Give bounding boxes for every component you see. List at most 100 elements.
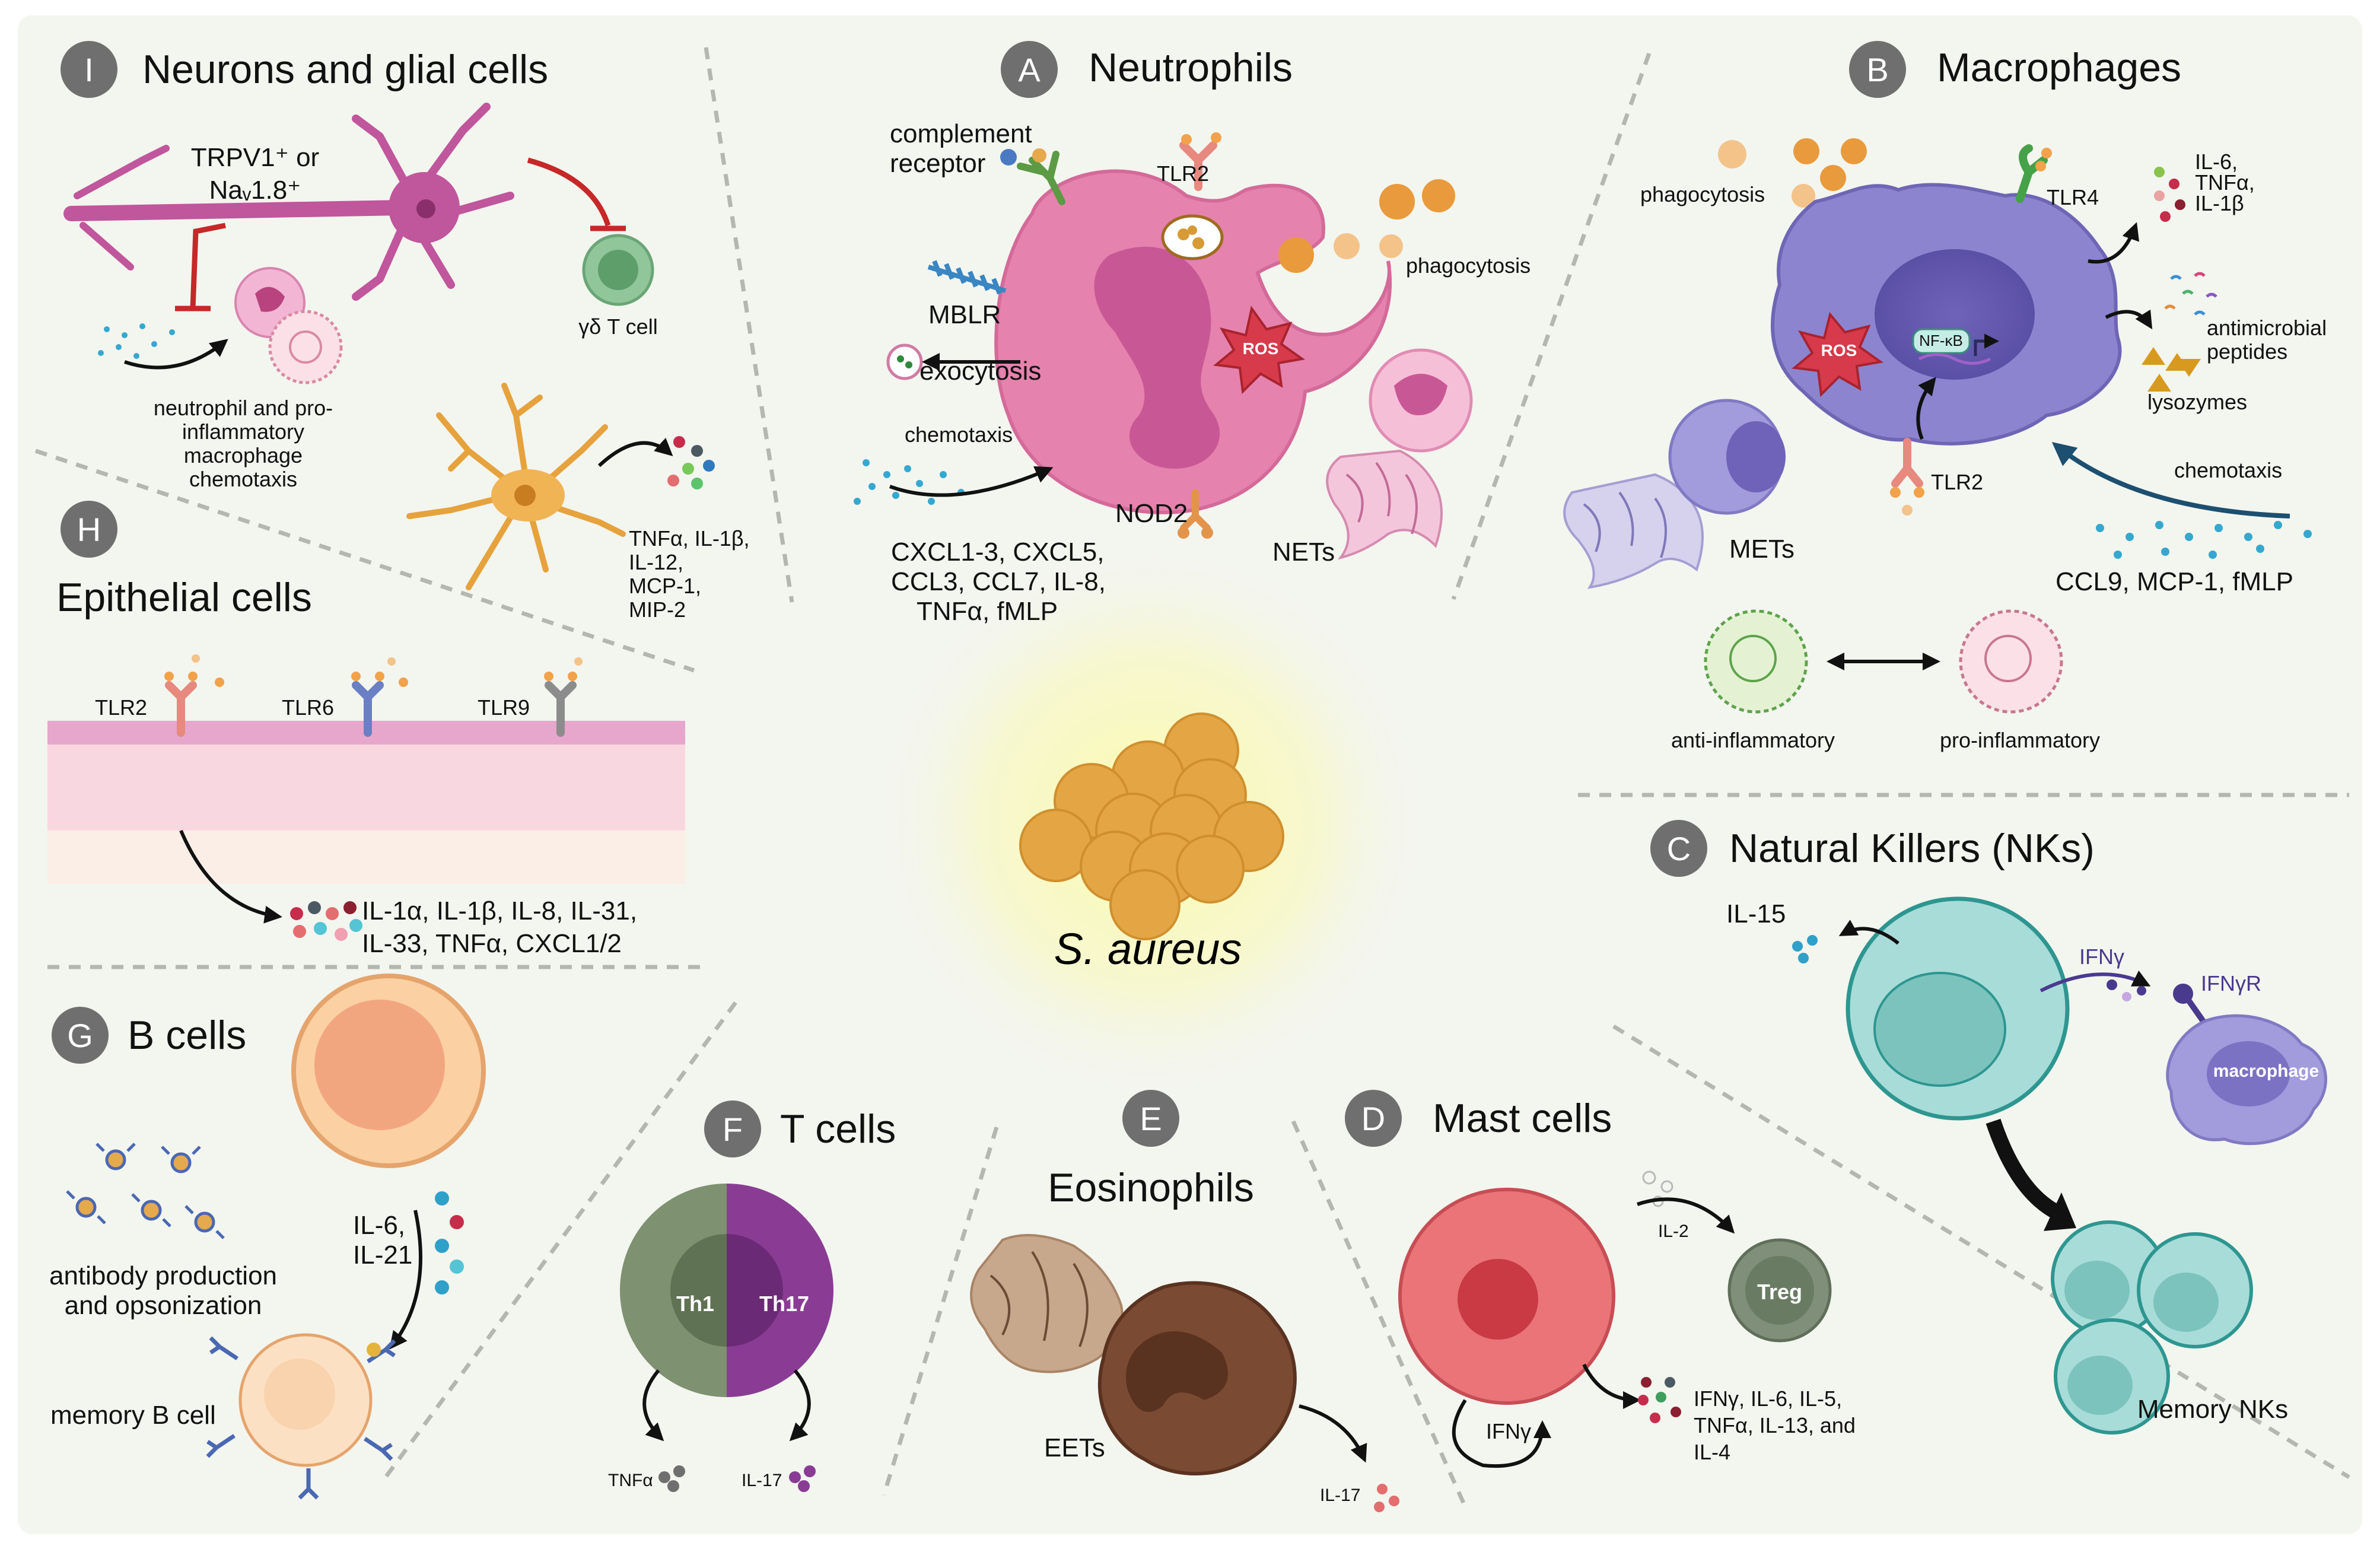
gd-t-cell-label: γδ T cell [578, 314, 657, 339]
ifng-label-d: IFNγ [1486, 1419, 1531, 1443]
panel-neutrophils: A Neutrophils ROS complement receptor TL… [854, 41, 1531, 626]
panel-badge-g [52, 1007, 109, 1064]
panel-dividers [34, 47, 2350, 1508]
b-cell-cytokines-line1: IL-6, [353, 1211, 405, 1240]
memory-b-cell-antibodies [206, 1336, 396, 1500]
eets-strands [989, 1251, 1089, 1347]
anti-inflammatory-macrophage [1704, 609, 1808, 714]
il2-arrow [1637, 1197, 1735, 1234]
chemokines-label-b: CCL9, MCP-1, fMLP [2056, 567, 2293, 596]
tlr2-label-b: TLR2 [1931, 470, 1983, 494]
tlr6-label: TLR6 [282, 695, 334, 720]
panel-title-i: Neurons and glial cells [142, 47, 548, 92]
amp-arrow [2105, 309, 2153, 330]
epithelial-cytokines-line1: IL-1α, IL-1β, IL-8, IL-31, [362, 896, 637, 925]
nk-nucleus [1873, 972, 2006, 1087]
glial-release-arrow [597, 437, 673, 467]
antibody-label-line1: antibody production [49, 1261, 277, 1290]
neutrophil-nucleus [1094, 246, 1220, 469]
tnfa-label-f: TNFα [608, 1471, 653, 1490]
panel-natural-killers: C Natural Killers (NKs) IL-15 IFNγ IFNγR… [1650, 820, 2327, 1435]
il15-arrow [1838, 920, 1899, 945]
th17-cytokine-dots [789, 1465, 816, 1492]
il15-label: IL-15 [1726, 899, 1786, 928]
chemotaxis-dots-i [98, 323, 175, 359]
panel-b-cells: G B cells antibody production and opsoni… [49, 974, 486, 1500]
tlr4-label: TLR4 [2047, 185, 2099, 209]
th17-arrow [789, 1369, 811, 1442]
epithelium-bottom-layer [47, 831, 685, 884]
chemotaxis-label-line2: inflammatory [182, 419, 304, 444]
ros-label-a: ROS [1243, 339, 1279, 358]
mets-icon [1563, 399, 1786, 589]
panel-title-d: Mast cells [1433, 1096, 1612, 1141]
panel-t-cells: F T cells Th1 Th17 TNFα IL-17 [608, 1100, 896, 1492]
ifng-label-c: IFNγ [2079, 944, 2124, 969]
glial-cytokines-line2: IL-12, [629, 550, 683, 574]
panel-badge-i [61, 41, 117, 98]
mast-cell-nucleus [1458, 1259, 1538, 1340]
tlr9-label: TLR9 [478, 695, 530, 720]
cytokines-line1-b: IL-6, [2195, 150, 2238, 174]
mast-cytokine-dots [1638, 1377, 1681, 1423]
macrophage-small-nucleus [289, 330, 322, 364]
panel-title-h: Epithelial cells [56, 575, 312, 620]
b-cell-nucleus [314, 1000, 445, 1130]
chemotaxis-arrow-a [889, 466, 1054, 497]
epithelial-cytokines-line2: IL-33, TNFα, CXCL1/2 [362, 929, 622, 958]
ros-burst-b [1792, 311, 1884, 397]
amp-label-line1: antimicrobial [2207, 316, 2327, 340]
panel-letter-i: I [84, 51, 94, 88]
glial-cell [406, 383, 626, 590]
ifng-feedback-arrow [1452, 1399, 1551, 1468]
chemotaxis-label-b: chemotaxis [2174, 458, 2282, 482]
eets-net [970, 1234, 1124, 1373]
cytokine-dots-h [290, 901, 362, 941]
s-aureus-label: S. aureus [1054, 924, 1242, 974]
panel-letter-h: H [77, 511, 101, 548]
neuron-label-line2: Naᵥ1.8⁺ [209, 176, 301, 205]
panel-title-f: T cells [780, 1106, 896, 1152]
cytokine-dots-b [2154, 167, 2185, 222]
nets-icon [1326, 348, 1473, 560]
panel-letter-g: G [67, 1017, 93, 1054]
chemotaxis-dots-b [2096, 521, 2312, 559]
pro-inflammatory-macrophage [1959, 609, 2063, 714]
phagocytosis-label-b: phagocytosis [1640, 182, 1765, 206]
tlr2-receptor-h [165, 681, 197, 737]
panel-mast-cells: D Mast cells IL-2 Treg IFNγ IFNγ, IL-6, … [1345, 1090, 1856, 1468]
chemotaxis-label-line4: chemotaxis [189, 467, 297, 491]
dna-strand [1918, 353, 1991, 365]
cytokines-line3-b: IL-1β [2195, 191, 2244, 215]
th1-label: Th1 [676, 1292, 714, 1316]
inhibit-arrow-right [527, 157, 611, 227]
chemokines-line3-a: TNFα, fMLP [917, 597, 1058, 626]
panel-macrophages: B Macrophages phagocytosis NF-κB ROS TLR… [1563, 41, 2327, 752]
exocytosis-vesicle [886, 343, 923, 380]
memory-b-cell-label: memory B cell [50, 1401, 216, 1430]
eets-label: EETs [1044, 1433, 1105, 1462]
mast-cytokines-line3: IL-4 [1694, 1440, 1730, 1464]
th1-nucleus [670, 1234, 727, 1347]
phagocytosis-bacteria-a [1278, 179, 1455, 273]
amp-label-line2: peptides [2207, 339, 2287, 364]
lysozymes-icon [2142, 347, 2201, 392]
panel-badge-f [704, 1100, 761, 1157]
tlr9-receptor [545, 681, 577, 737]
epithelium-middle-layer [47, 745, 685, 831]
macrophage-label-c: macrophage [2213, 1061, 2319, 1081]
ifng-dots [2107, 979, 2146, 1001]
phagocytosis-bacteria-b [1718, 138, 1867, 208]
lysozymes-label: lysozymes [2147, 390, 2247, 414]
th17-nucleus [727, 1234, 783, 1347]
tlr2-label-h: TLR2 [95, 695, 147, 720]
panel-letter-b: B [1866, 51, 1888, 88]
chemotaxis-dots-a [854, 459, 965, 505]
panel-badge-c [1650, 820, 1707, 877]
memory-nk-label: Memory NKs [2137, 1395, 2288, 1424]
tlr6-receptor [352, 681, 384, 737]
mblr-icon [927, 260, 1007, 295]
neutrophil-small-nucleus [255, 287, 285, 312]
antibody-label-line2: and opsonization [65, 1291, 262, 1320]
glial-nucleus [514, 485, 536, 506]
